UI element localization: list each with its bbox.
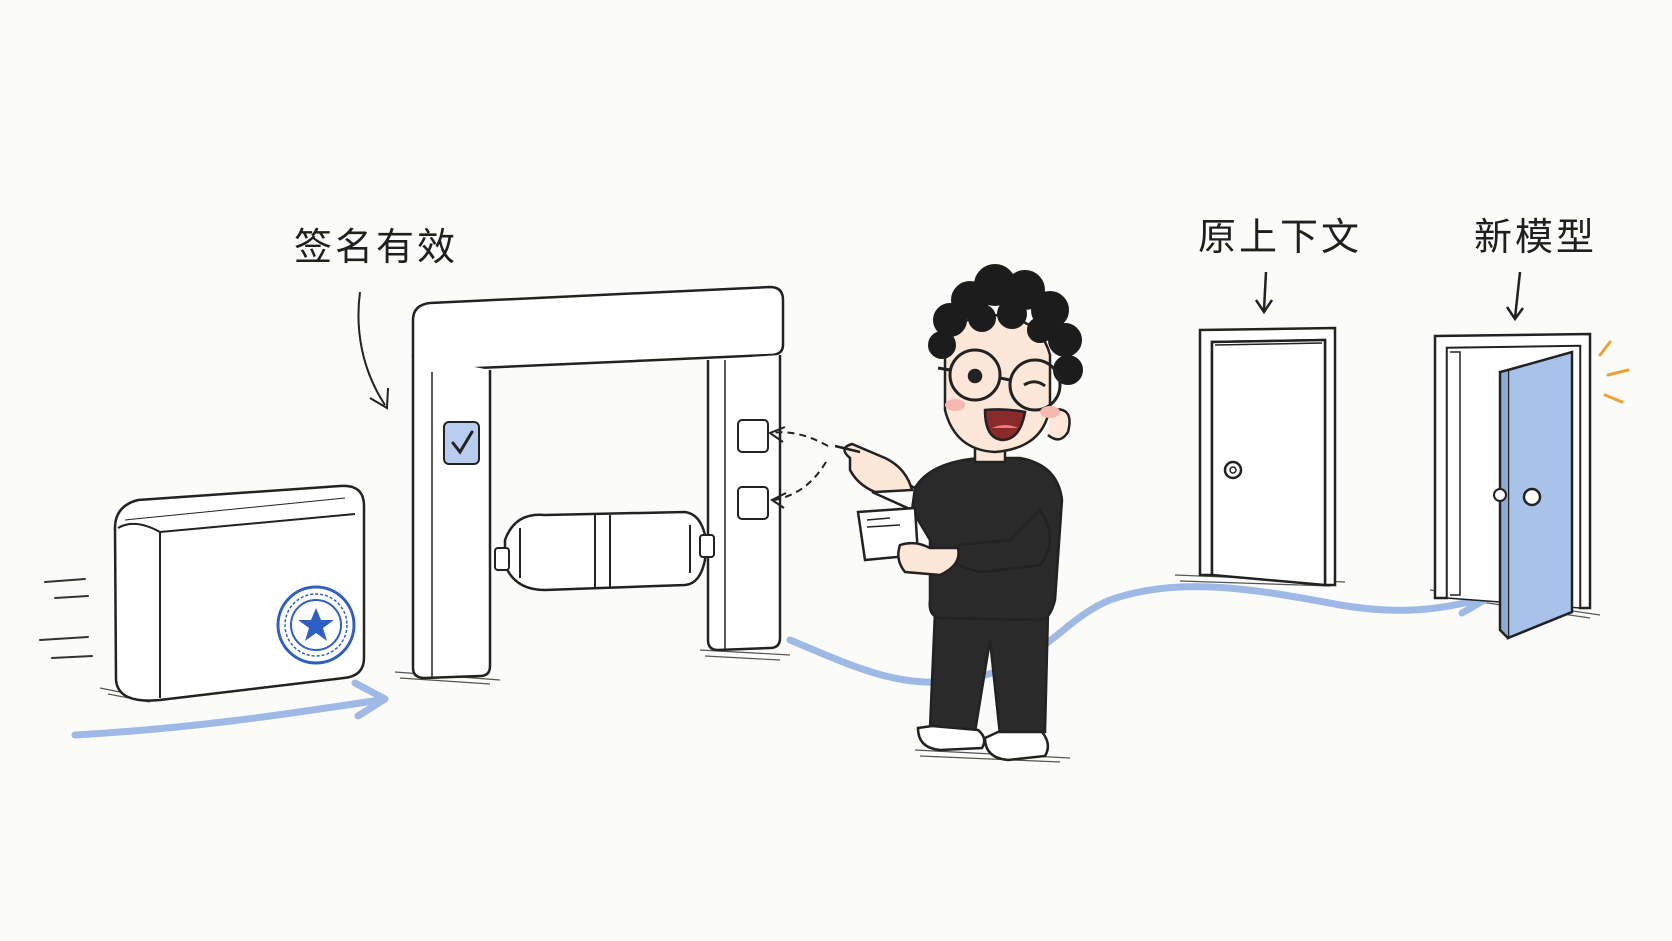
turnstile-gate-icon xyxy=(411,285,785,680)
spark-lines xyxy=(1598,340,1630,404)
pointing-dashed-arrows xyxy=(771,431,829,501)
new-model-label: 新模型 xyxy=(1474,215,1598,259)
annotation-arrow-signature xyxy=(357,291,386,406)
closed-door-icon xyxy=(1198,326,1337,587)
signature-valid-label: 签名有效 xyxy=(294,225,459,269)
flow-arrow xyxy=(71,578,1494,739)
open-door-icon xyxy=(1433,332,1592,640)
gate-sensor-bottom xyxy=(737,486,769,520)
star-seal-icon xyxy=(276,585,356,665)
character-figure xyxy=(834,264,1083,762)
check-badge-icon xyxy=(443,421,480,465)
motion-lines xyxy=(39,578,93,659)
annotation-arrow-original-context xyxy=(1262,271,1268,311)
gate-sensor-top xyxy=(737,419,769,453)
sealed-box-icon xyxy=(113,484,366,702)
annotation-arrow-new-model xyxy=(1513,271,1522,319)
original-context-label: 原上下文 xyxy=(1198,215,1363,259)
